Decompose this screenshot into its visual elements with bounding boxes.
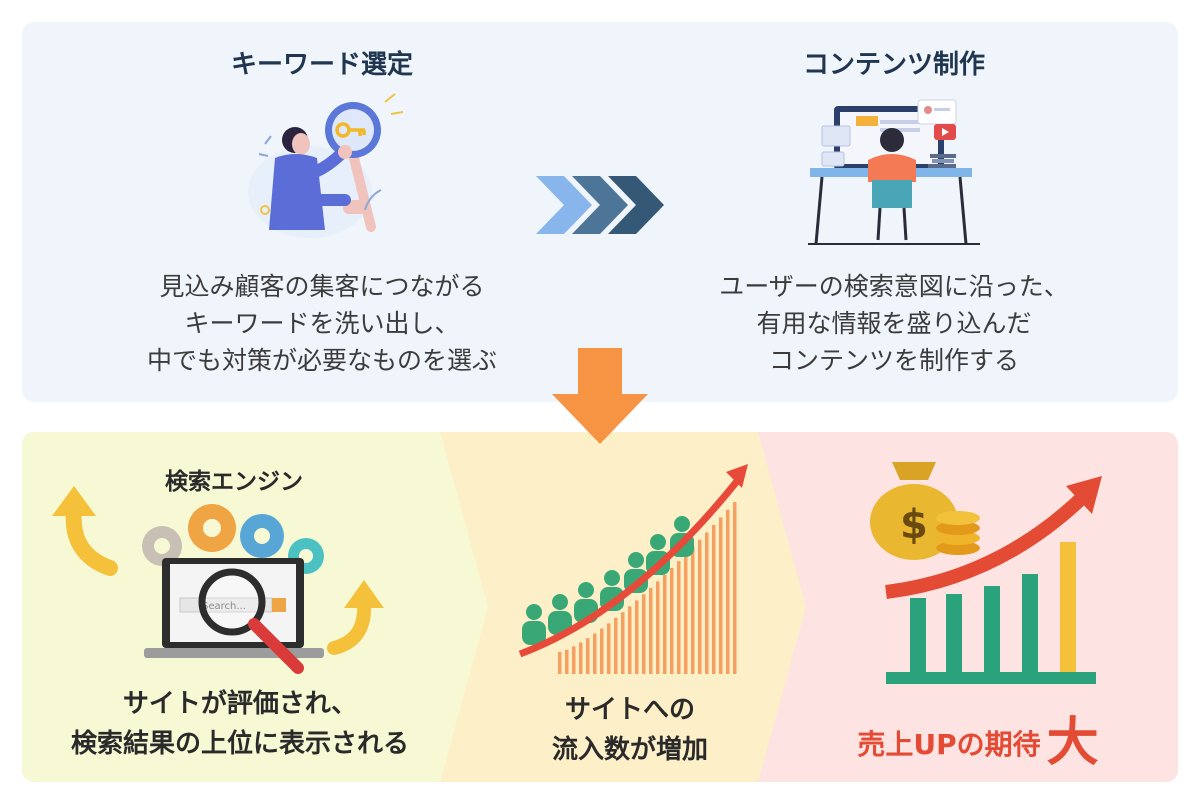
growth-bar (593, 633, 597, 674)
sales-bar (946, 594, 962, 672)
text-line: サイトへの (564, 695, 695, 725)
growth-bar (677, 561, 681, 674)
sales-up-label: 売上UPの期待大 (828, 700, 1128, 775)
text-line: 流入数が増加 (551, 735, 708, 765)
growth-bar (614, 617, 618, 674)
growth-bar (558, 652, 562, 674)
desk-worker-icon (808, 99, 980, 245)
growth-bar (635, 600, 639, 674)
person-icon (522, 604, 546, 645)
bar-chart-growth-icon (885, 476, 1102, 684)
desc-line: コンテンツを制作する (768, 346, 1019, 375)
sales-up-emphasis: 大 (1046, 713, 1099, 773)
growth-bar (600, 628, 604, 674)
growth-bar (726, 509, 730, 674)
content-creation-description: ユーザーの検索意図に沿った、 有用な情報を盛り込んだ コンテンツを制作する (654, 268, 1134, 379)
money-bag-coins-icon: $ (870, 462, 980, 560)
desc-line: 有用な情報を盛り込んだ (756, 309, 1032, 338)
sales-bar (910, 598, 926, 672)
growth-bar (698, 539, 702, 674)
down-arrow-icon (552, 348, 648, 444)
site-evaluated-text: サイトが評価され、 検索結果の上位に表示される (30, 684, 450, 764)
desc-line: 中でも対策が必要なものを選ぶ (146, 346, 497, 375)
traffic-increase-text: サイトへの 流入数が増加 (520, 690, 740, 770)
laptop-search-gears-icon: Search... (142, 504, 324, 674)
growth-bar (733, 502, 737, 674)
search-box-text: Search... (202, 601, 246, 612)
growth-bar (712, 524, 716, 674)
growth-bar (663, 574, 667, 674)
growth-bar (586, 638, 590, 674)
sales-bar (1060, 542, 1076, 672)
desc-line: キーワードを洗い出し、 (184, 309, 460, 338)
growth-bar (607, 623, 611, 674)
sales-bar (984, 586, 1000, 672)
desc-line: ユーザーの検索意図に沿った、 (719, 272, 1069, 301)
growth-bar (719, 517, 723, 674)
dollar-icon: $ (900, 502, 928, 548)
keyword-selection-description: 見込み顧客の集客につながる キーワードを洗い出し、 中でも対策が必要なものを選ぶ (82, 268, 562, 379)
growth-bars (558, 502, 737, 674)
growth-bar (684, 554, 688, 674)
yellow-curved-arrow-icon (327, 580, 384, 655)
content-creation-heading: コンテンツ制作 (802, 50, 985, 80)
text-line: サイトが評価され、 (122, 689, 358, 719)
growth-bar (628, 606, 632, 674)
growth-bar (649, 587, 653, 674)
search-engine-label: 検索エンジン (165, 469, 303, 495)
keyword-selection-heading: キーワード選定 (230, 50, 413, 80)
growth-bar (621, 612, 625, 674)
growth-bar (572, 646, 576, 674)
chevron-arrows-icon (536, 176, 664, 234)
growth-bar (565, 649, 569, 674)
growth-bar (656, 581, 660, 674)
sales-bars (910, 542, 1076, 672)
desc-line: 見込み顧客の集客につながる (159, 272, 485, 301)
sales-up-text: 売上UPの期待 (857, 728, 1041, 761)
growth-crowd-chart-icon (518, 464, 748, 674)
growth-bar (579, 642, 583, 674)
growth-bar (691, 547, 695, 674)
yellow-curved-arrow-icon (52, 486, 118, 576)
sales-bar (1022, 574, 1038, 672)
text-line: 検索結果の上位に表示される (70, 729, 409, 759)
growth-bar (642, 594, 646, 674)
growth-bar (705, 532, 709, 674)
growth-bar (670, 568, 674, 674)
person-key-magnifier-icon (248, 93, 404, 238)
